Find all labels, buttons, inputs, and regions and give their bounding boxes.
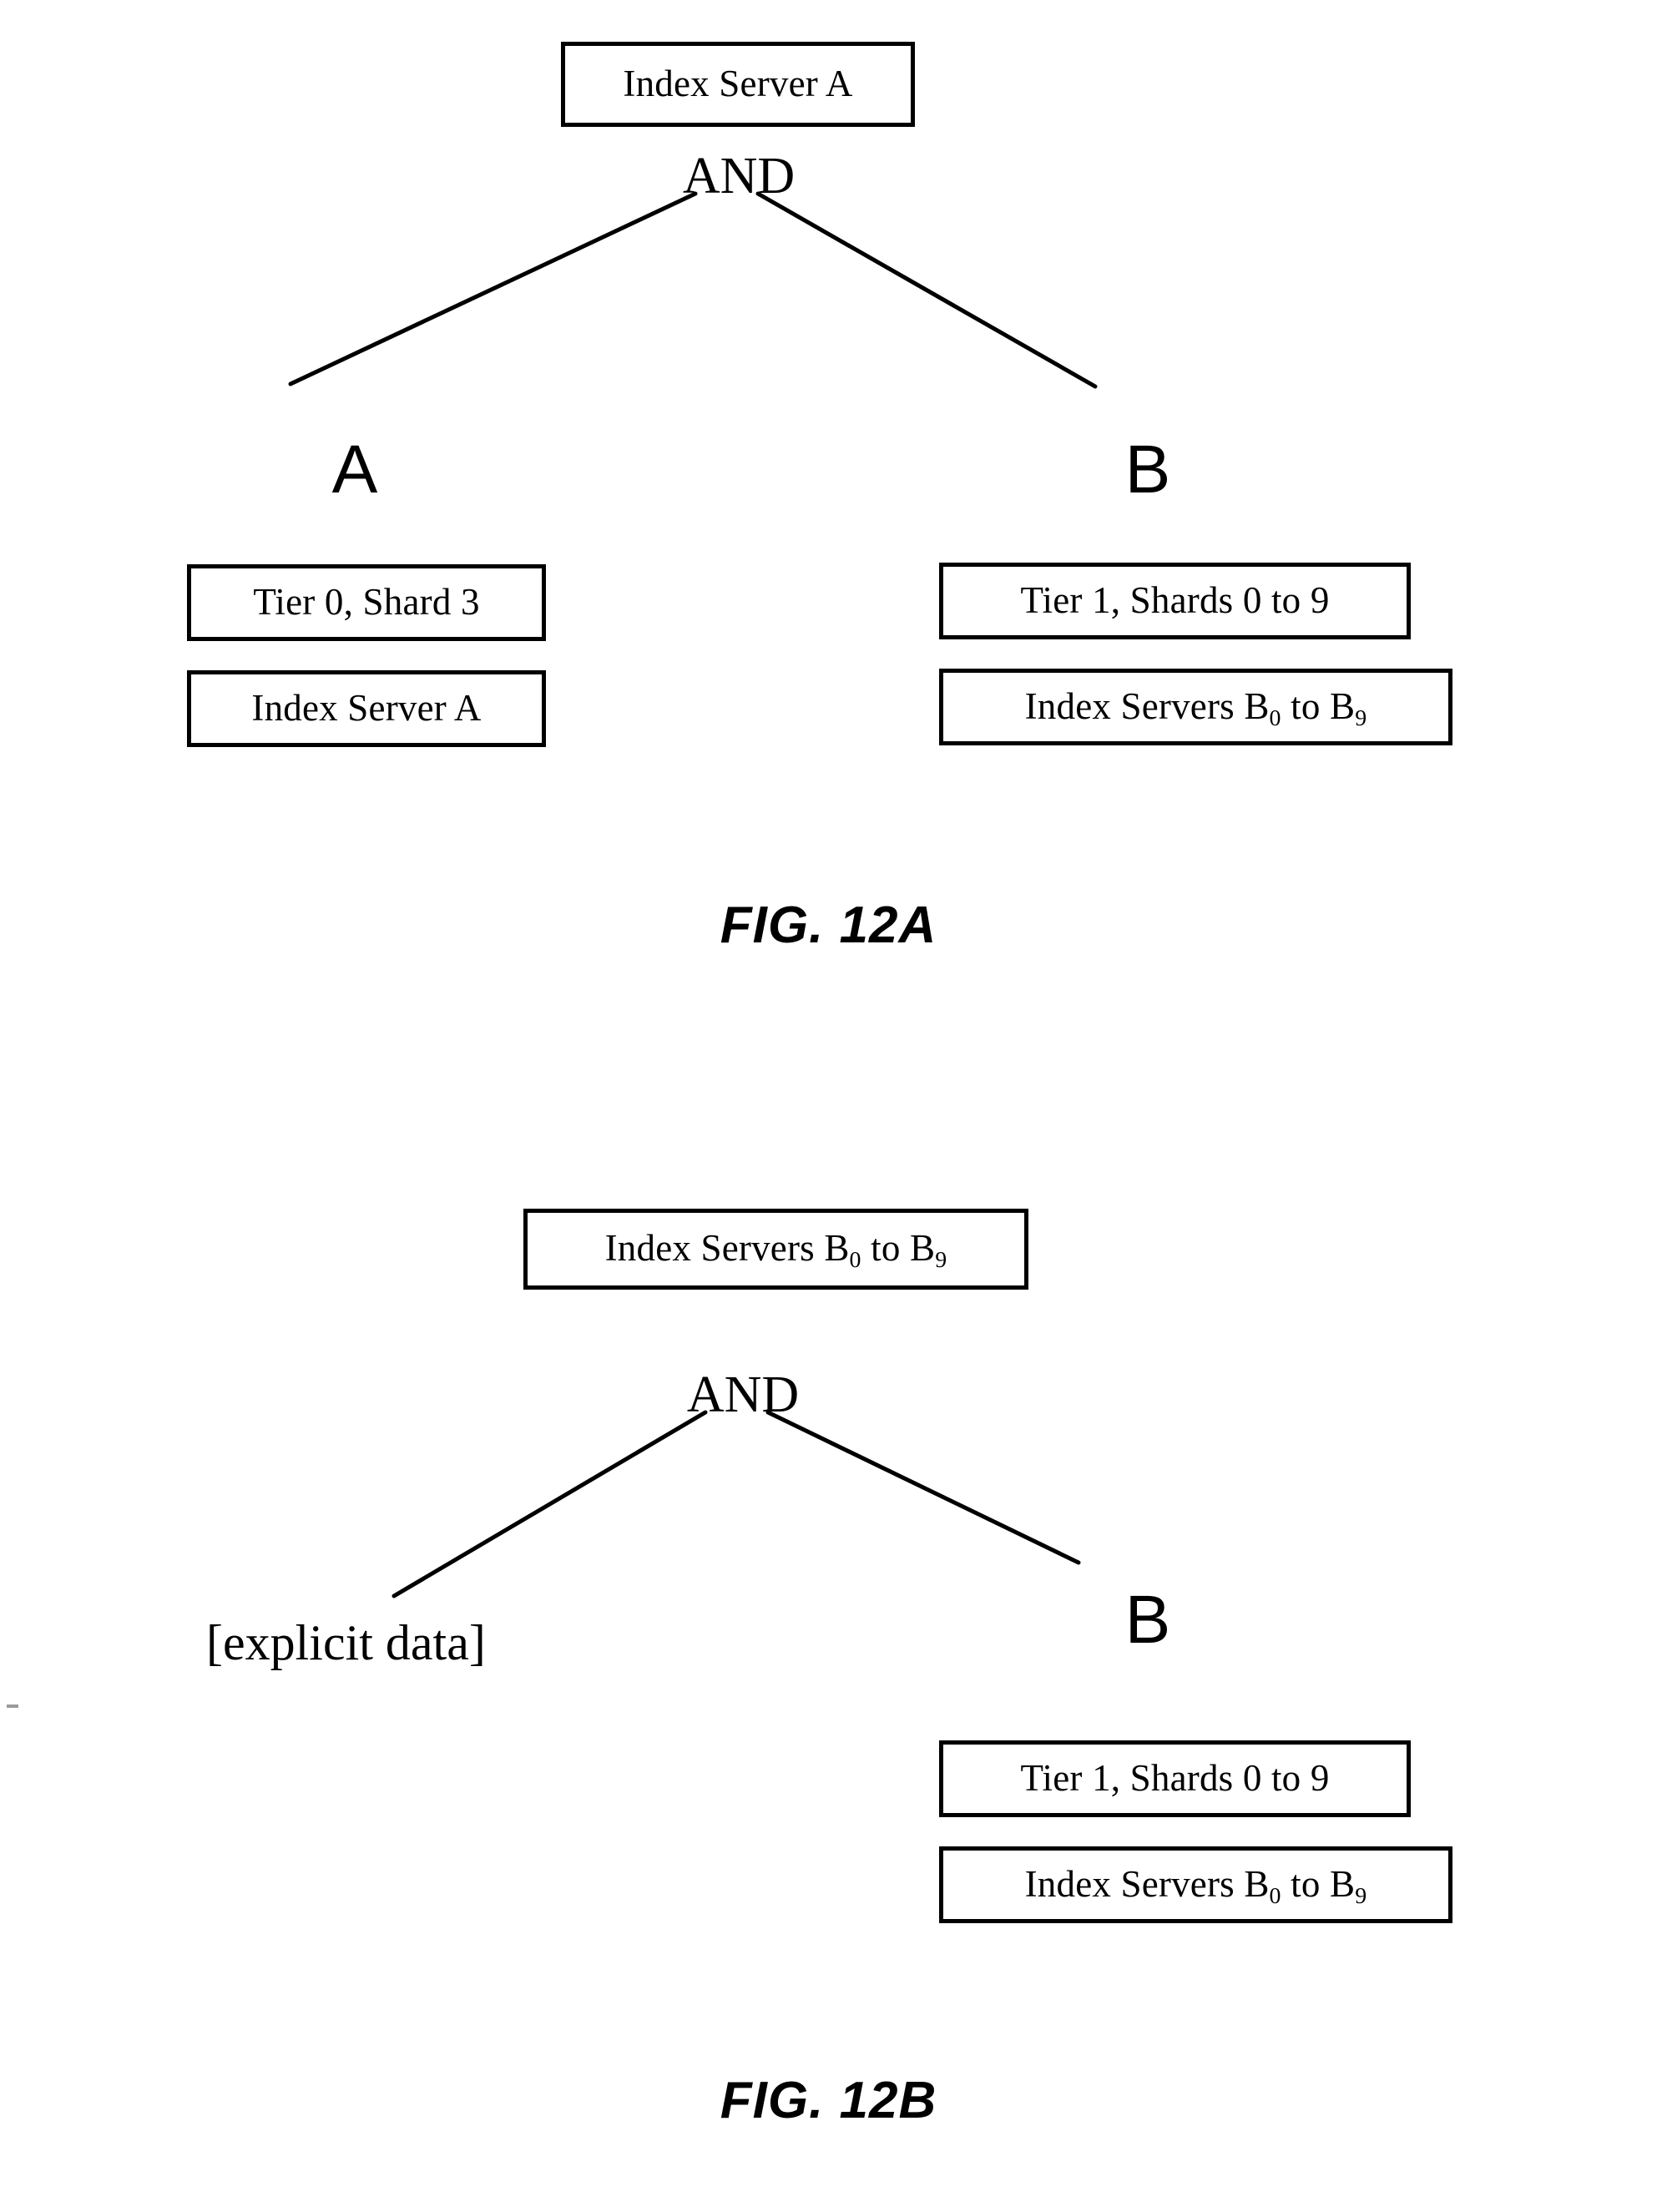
fig12a-right-box-servers-base: Index Servers B [1024,684,1270,727]
fig12b-branch-label-explicit-data: [explicit data] [206,1615,486,1670]
fig12b-right-box-servers-sub1: 0 [1269,1882,1281,1909]
fig12b-root-mid: to B [861,1227,936,1269]
fig12a-right-box-servers: Index Servers B0 to B9 [939,669,1452,745]
fig12a-branch-label-b: B [1124,432,1171,508]
fig12b-right-box-servers-label: Index Servers B0 to B9 [1024,1862,1367,1907]
fig12b-caption: FIG. 12B [720,2072,937,2129]
fig12b-root-base: Index Servers B [604,1227,850,1269]
edge-12b-right [765,1410,1081,1565]
fig12a-right-box-tier-label: Tier 1, Shards 0 to 9 [1020,578,1330,621]
fig12b-right-box-servers-sub2: 9 [1355,1882,1367,1909]
fig12b-right-box-servers: Index Servers B0 to B9 [939,1846,1452,1923]
fig12a-right-box-tier: Tier 1, Shards 0 to 9 [939,563,1411,639]
fig12b-root-sub1: 0 [849,1247,861,1274]
fig12a-right-box-servers-mid: to B [1281,684,1356,727]
fig12b-root-box: Index Servers B0 to B9 [523,1209,1028,1290]
edge-12a-left [288,191,698,386]
fig12a-right-box-servers-sub1: 0 [1269,705,1281,731]
fig12b-root-sub2: 9 [935,1247,947,1274]
fig12b-right-box-tier: Tier 1, Shards 0 to 9 [939,1740,1411,1817]
fig12a-left-box-tier: Tier 0, Shard 3 [187,564,546,641]
edge-12b-left [392,1410,708,1598]
fig12b-right-box-servers-base: Index Servers B [1024,1862,1270,1905]
fig12a-branch-label-a: A [331,432,378,508]
fig12a-left-box-tier-label: Tier 0, Shard 3 [253,580,480,623]
fig12a-left-box-server: Index Server A [187,670,546,747]
fig12a-and-operator: AND [682,148,796,205]
fig12b-right-box-servers-mid: to B [1281,1862,1356,1905]
fig12a-caption: FIG. 12A [720,896,937,954]
fig12b-branch-label-b: B [1124,1582,1171,1658]
fig12a-right-box-servers-label: Index Servers B0 to B9 [1024,684,1367,730]
fig12a-root-box-label: Index Server A [623,62,853,104]
fig12a-left-box-server-label: Index Server A [251,686,482,729]
fig12a-root-box: Index Server A [561,42,915,127]
fig12b-and-operator: AND [686,1366,800,1423]
fig12a-right-box-servers-sub2: 9 [1355,705,1367,731]
fig12b-root-box-label: Index Servers B0 to B9 [604,1227,947,1272]
edge-12a-right [755,191,1098,389]
scan-artifact-mark [7,1704,18,1708]
fig12b-right-box-tier-label: Tier 1, Shards 0 to 9 [1020,1756,1330,1799]
